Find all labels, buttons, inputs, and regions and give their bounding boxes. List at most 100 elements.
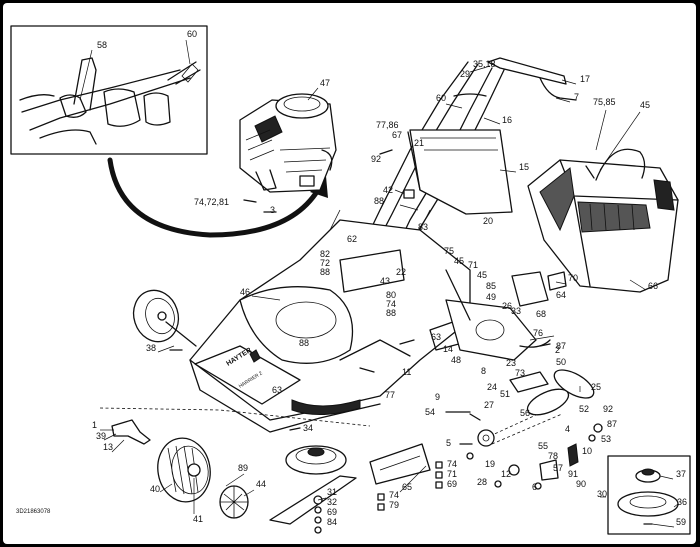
part-callout-label: 51 xyxy=(500,389,510,399)
part-callout-label: 73 xyxy=(515,368,525,378)
throttle-linkage-detail-inset xyxy=(10,25,208,155)
part-callout-label: 52 xyxy=(579,404,589,414)
part-callout-label: 87 xyxy=(556,341,566,351)
part-callout-label: 88 xyxy=(299,338,309,348)
part-callout-label: 67 xyxy=(392,130,402,140)
part-callout-label: 41 xyxy=(193,514,203,524)
part-callout-label: 30 xyxy=(597,489,607,499)
bag-bracket xyxy=(511,271,567,307)
part-callout-label: 44 xyxy=(256,479,266,489)
part-callout-label: 77,86 xyxy=(376,120,399,130)
part-callout-label: 17 xyxy=(580,74,590,84)
part-callout-label: 77 xyxy=(385,390,395,400)
part-callout-label: 28 xyxy=(477,477,487,487)
part-callout-label: 45 xyxy=(454,256,464,266)
part-callout-label: 91 xyxy=(568,469,578,479)
part-callout-label: 46 xyxy=(240,287,250,297)
part-callout-label: 39 xyxy=(96,431,106,441)
part-callout-label: 85 xyxy=(486,281,496,291)
part-callout-label: 58 xyxy=(97,40,107,50)
part-callout-label: 63 xyxy=(431,332,441,342)
part-callout-label: 11 xyxy=(402,367,411,377)
part-callout-label: 35,18 xyxy=(473,59,496,69)
fasteners xyxy=(169,149,551,511)
part-callout-label: 69 xyxy=(447,479,457,489)
part-callout-label: 3 xyxy=(270,205,275,215)
part-callout-label: 74 xyxy=(386,299,396,309)
part-callout-label: 37 xyxy=(676,469,686,479)
part-callout-label: 88 xyxy=(320,267,330,277)
part-callout-label: 20 xyxy=(483,216,493,226)
part-callout-label: 48 xyxy=(451,355,461,365)
part-callout-label: 25 xyxy=(591,382,601,392)
part-callout-label: 47 xyxy=(320,78,330,88)
blade-assembly xyxy=(269,443,431,534)
part-callout-label: 19 xyxy=(485,459,495,469)
part-callout-label: 74 xyxy=(447,459,457,469)
part-callout-label: 60 xyxy=(436,93,446,103)
part-callout-label: 15 xyxy=(519,162,529,172)
part-callout-label: 87 xyxy=(607,419,617,429)
grass-collector-box xyxy=(527,148,679,293)
part-callout-label: 45 xyxy=(477,270,487,280)
part-callout-label: 23 xyxy=(506,358,516,368)
part-callout-label: 78 xyxy=(548,451,558,461)
front-wheel xyxy=(157,437,211,503)
drawing-number: 3D21863078 xyxy=(16,509,51,515)
part-callout-label: 56 xyxy=(520,408,530,418)
part-callout-label: 45 xyxy=(640,100,650,110)
small-parts-right xyxy=(466,413,603,490)
part-callout-label: 8 xyxy=(481,366,486,376)
part-callout-label: 50 xyxy=(556,357,566,367)
part-callout-label: 14 xyxy=(443,344,453,354)
part-callout-label: 63 xyxy=(272,385,282,395)
part-callout-label: 66 xyxy=(648,281,658,291)
part-callout-label: 27 xyxy=(484,400,494,410)
part-callout-label: 33 xyxy=(511,306,521,316)
part-callout-label: 65 xyxy=(402,482,412,492)
leader-lines xyxy=(79,39,679,528)
blade-disc-detail-inset xyxy=(600,455,691,535)
part-callout-label: 34 xyxy=(303,423,313,433)
part-callout-label: 83 xyxy=(418,222,428,232)
part-callout-label: 24 xyxy=(487,382,497,392)
part-callout-label: 32 xyxy=(327,497,337,507)
part-callout-label: 38 xyxy=(146,343,156,353)
part-callout-label: 2 xyxy=(555,345,560,355)
part-callout-label: 22 xyxy=(396,267,406,277)
part-callout-label: 49 xyxy=(486,292,496,302)
gearbox-assembly xyxy=(445,269,551,361)
part-callout-label: 75 xyxy=(444,246,454,256)
part-callout-label: 75,85 xyxy=(593,97,616,107)
part-callout-label: 31 xyxy=(327,487,337,497)
part-callout-label: 43 xyxy=(380,276,390,286)
part-callout-label: 92 xyxy=(603,404,613,414)
part-callout-label: 89 xyxy=(238,463,248,473)
part-callout-label: 4 xyxy=(565,424,570,434)
part-callout-label: 92 xyxy=(371,154,381,164)
part-callout-label: 64 xyxy=(556,290,566,300)
part-callout-label: 71 xyxy=(468,260,478,270)
part-callout-label: 57 xyxy=(553,463,563,473)
part-callout-label: 29 xyxy=(460,69,470,79)
part-callout-label: 72 xyxy=(320,258,330,268)
part-callout-label: 69 xyxy=(327,507,337,517)
part-callout-label: 68 xyxy=(536,309,546,319)
part-callout-label: 59 xyxy=(676,517,686,527)
part-callout-label: 42 xyxy=(383,185,393,195)
exploded-parts-diagram: HAYTER HARRIER 2 58604735,18291776075,85… xyxy=(10,25,691,535)
part-callout-label: 10 xyxy=(582,446,592,456)
part-callout-label: 6 xyxy=(532,482,537,492)
drive-chain xyxy=(477,369,595,447)
part-callout-label: 80 xyxy=(386,290,396,300)
grass-bag-frame xyxy=(407,129,513,215)
part-callout-label: 54 xyxy=(425,407,435,417)
part-callout-label: 74 xyxy=(389,490,399,500)
part-callout-label: 36 xyxy=(677,497,687,507)
part-callout-label: 12 xyxy=(501,469,511,479)
part-callout-label: 88 xyxy=(386,308,396,318)
part-callout-label: 79 xyxy=(389,500,399,510)
